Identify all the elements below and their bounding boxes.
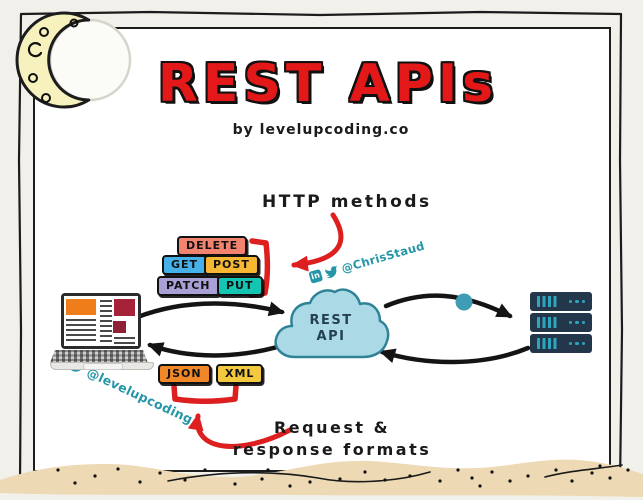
webpage-text-lines — [100, 300, 112, 343]
webpage-image-block — [114, 299, 135, 316]
method-badge-put: PUT — [217, 276, 263, 296]
cloud-label-line2: API — [316, 329, 346, 345]
formats-label-line1: Request & — [273, 418, 391, 437]
method-badge-post: POST — [204, 255, 259, 275]
method-badge-patch: PATCH — [157, 276, 220, 296]
laptop-keyboard — [50, 350, 148, 363]
laptop-base — [50, 362, 154, 370]
server-vents — [537, 296, 559, 307]
cloud-label-line1: REST — [309, 313, 353, 328]
laptop-trackpad — [83, 363, 123, 370]
webpage-text-lines — [114, 337, 135, 344]
server-vents — [537, 317, 559, 328]
page-title: REST APIs — [157, 54, 499, 114]
webpage-image-block-small — [113, 321, 126, 333]
webpage-text-lines — [66, 319, 96, 343]
formats-label: Request & response formats — [232, 417, 432, 460]
webpage-hero-block — [66, 299, 96, 315]
linkedin-icon: in — [308, 268, 324, 284]
page-subtitle: by levelupcoding.co — [232, 122, 410, 138]
server-leds — [568, 299, 585, 304]
server-unit — [530, 313, 592, 332]
format-badge-xml: XML — [216, 364, 264, 384]
formats-label-line2: response formats — [232, 439, 432, 459]
format-badge-json: JSON — [158, 364, 211, 384]
server-unit — [530, 292, 592, 311]
server-leds — [568, 320, 585, 325]
twitter-icon — [325, 265, 337, 279]
server-unit — [530, 334, 592, 353]
server-icon — [530, 292, 592, 355]
method-badge-get: GET — [162, 255, 208, 275]
watermark-chrisstaud: in @ChrisStaud — [308, 239, 426, 285]
server-leds — [568, 341, 585, 346]
laptop-icon — [50, 293, 154, 370]
cloud-label: REST API — [296, 313, 366, 346]
http-methods-label: HTTP methods — [262, 192, 432, 212]
laptop-screen — [61, 293, 141, 349]
method-badge-delete: DELETE — [177, 236, 248, 256]
laptop-webpage — [64, 296, 138, 346]
server-vents — [537, 338, 559, 349]
